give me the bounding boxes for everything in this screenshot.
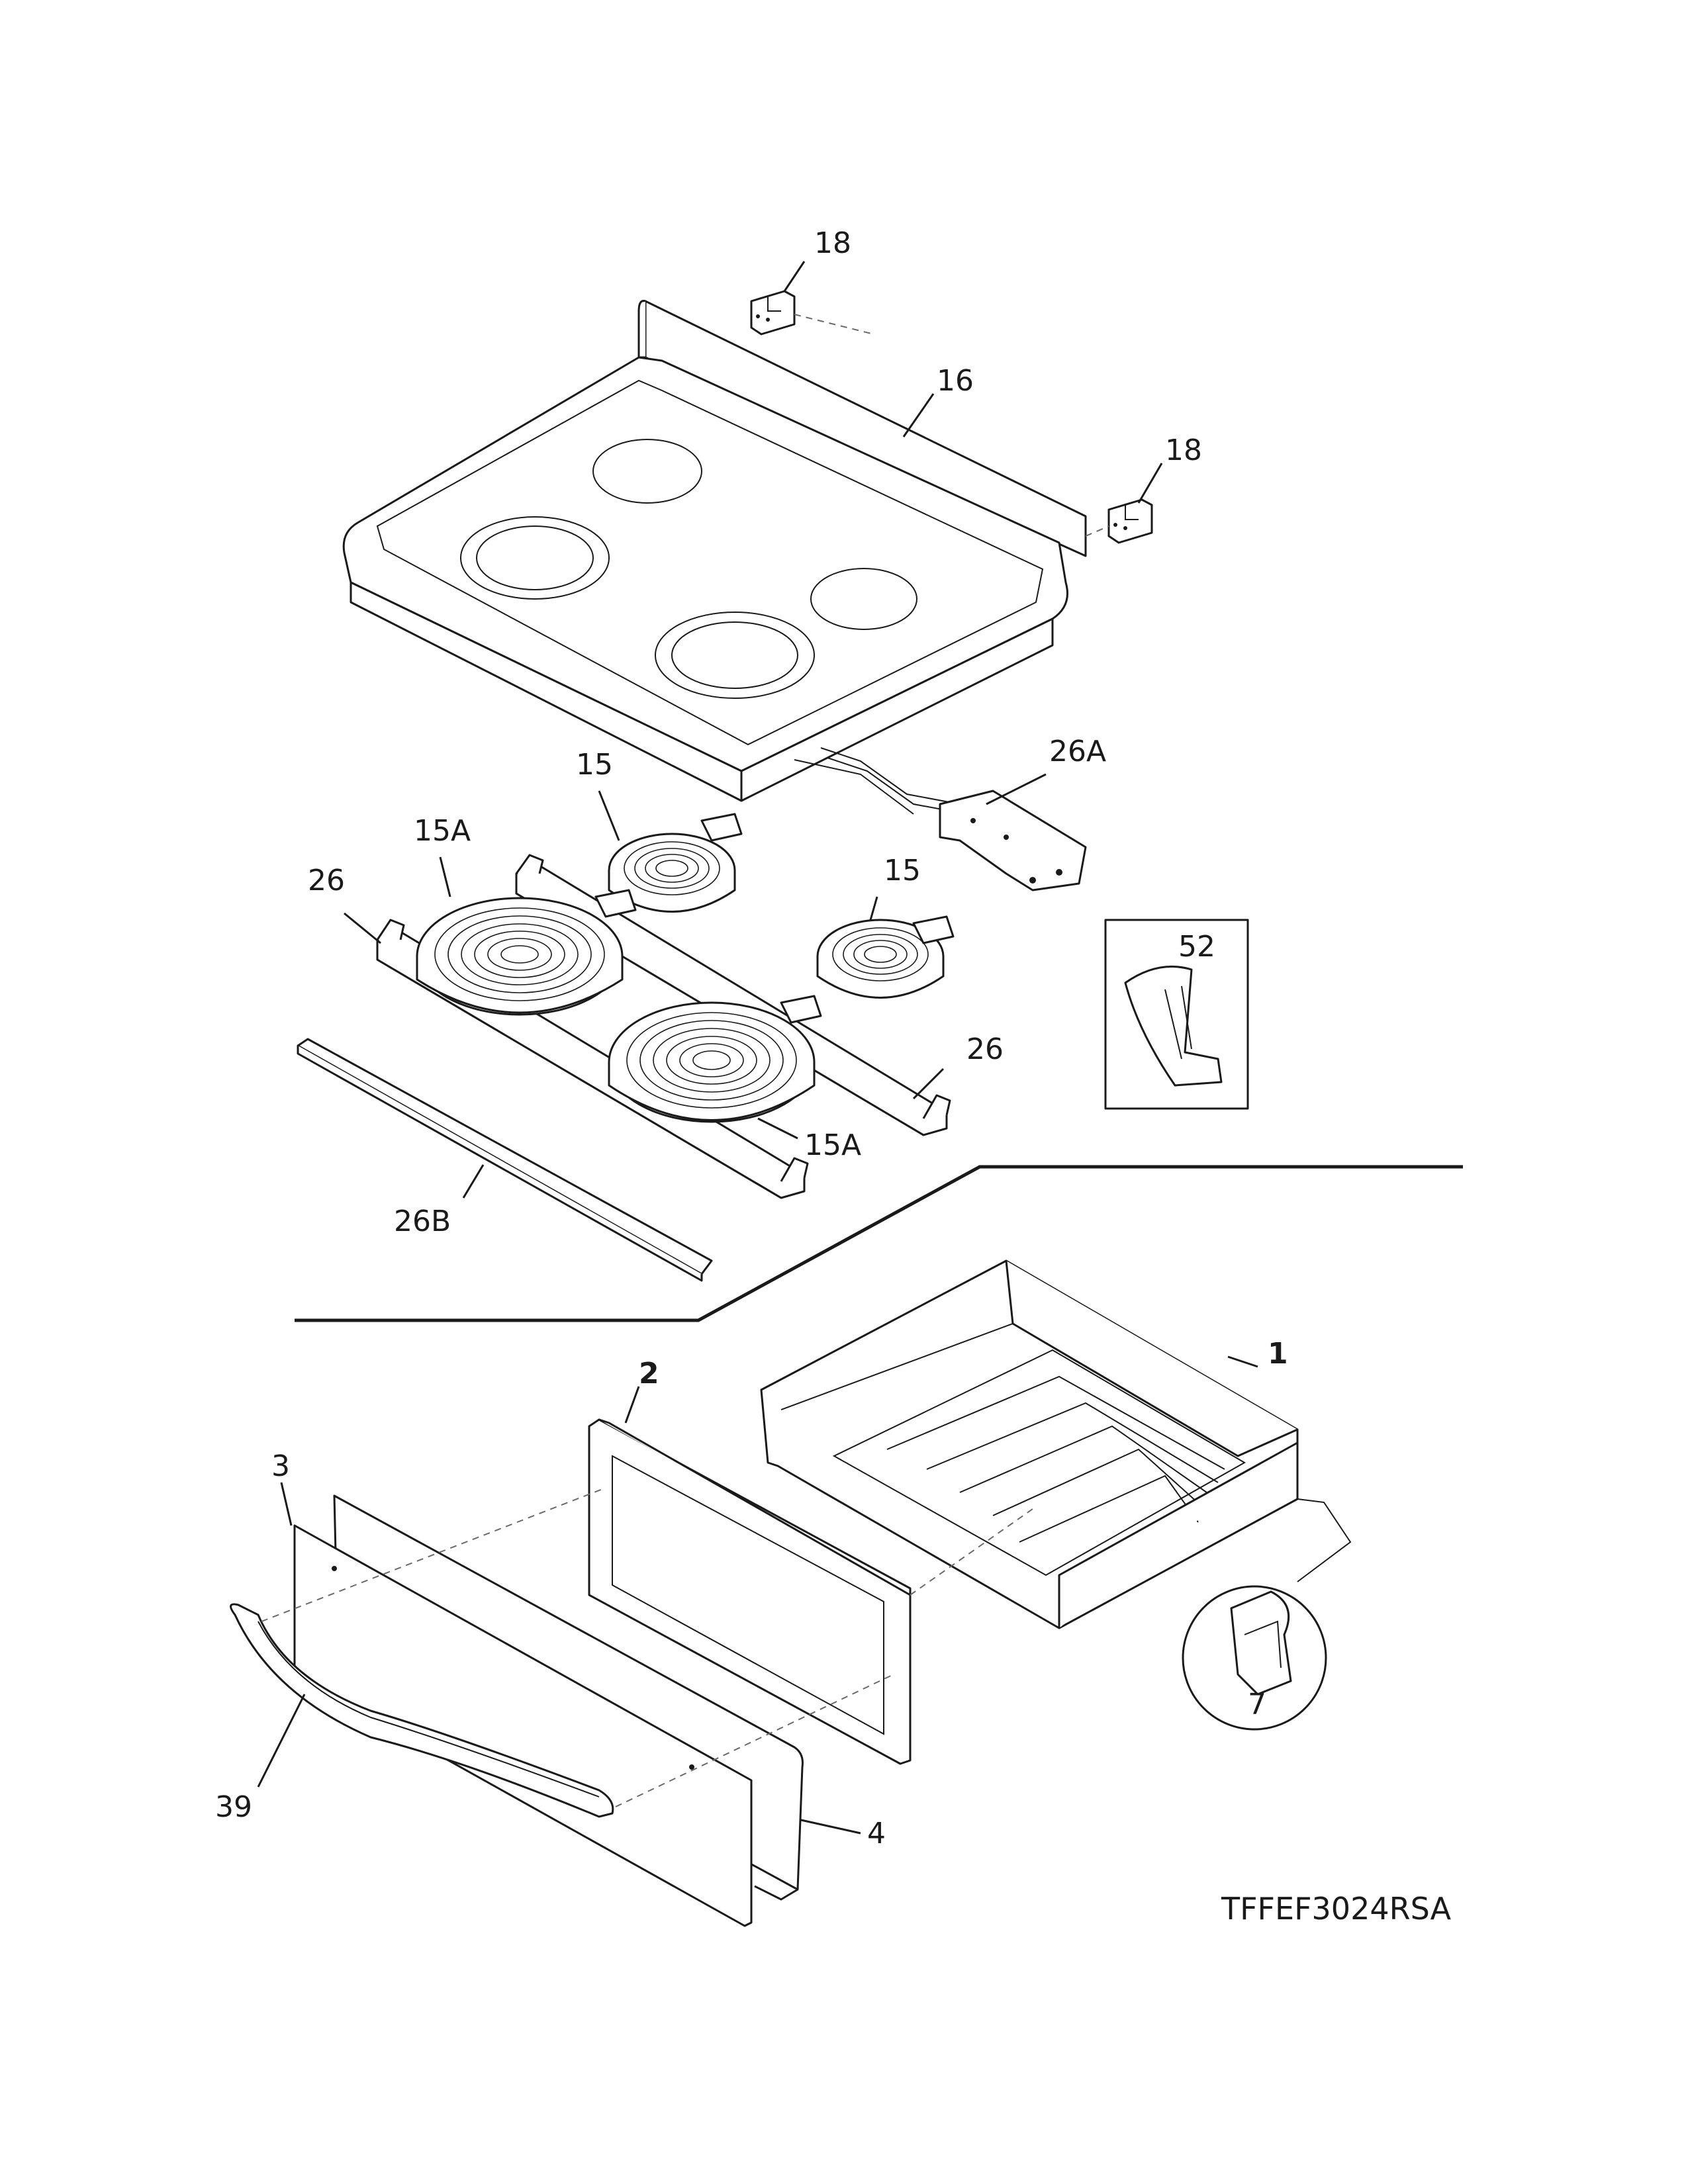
drawer-body [760,1259,1299,1629]
mount-clip-left [750,290,796,336]
callout-wire-harness: 26A [1049,735,1106,768]
cooktop-glass-top [342,300,1087,802]
callout-drawer-handle: 39 [215,1790,252,1824]
callout-drawer-front-panel: 3 [271,1449,290,1483]
callout-element-large-left: 15A [414,814,471,848]
burner-mark-front-left [460,516,610,600]
callout-element-small-rear: 15 [576,748,613,782]
callout-drawer-frame: 2 [639,1357,659,1390]
section-divider [295,1165,1463,1322]
burner-mark-front-right [655,612,815,699]
callout-clip-inset: 52 [1178,930,1215,964]
element-small-rear [608,813,743,913]
callout-drawer-back-panel: 4 [867,1817,886,1850]
element-small-right [816,915,955,999]
drawer-frame [588,1418,912,1765]
burner-mark-rear-left [592,439,702,504]
callout-cooktop: 16 [937,364,974,398]
clip-inset [1104,919,1249,1110]
callout-mount-clip-right: 18 [1165,433,1202,467]
model-number: TFFEF3024RSA [1221,1891,1452,1927]
burner-mark-rear-right [810,568,917,630]
callout-front-bracket: 26B [394,1205,451,1238]
callout-glide-inset: 7 [1248,1688,1266,1721]
drawer-front-panel [293,1524,753,1927]
element-large-front [608,995,822,1123]
mount-clip-right [1107,498,1153,544]
element-large-left [416,889,637,1016]
callout-bracket-left: 26 [308,864,345,897]
callout-mount-clip-left: 18 [814,226,851,260]
glide-inset [1182,1498,1352,1731]
callout-bracket-right: 26 [966,1032,1004,1066]
front-bracket [297,1038,713,1282]
callout-element-small-right: 15 [884,854,921,887]
drawer-handle [230,1603,614,1818]
callout-element-large-front: 15A [804,1128,861,1162]
callout-drawer-body: 1 [1268,1337,1288,1371]
wire-harness [794,747,1087,891]
